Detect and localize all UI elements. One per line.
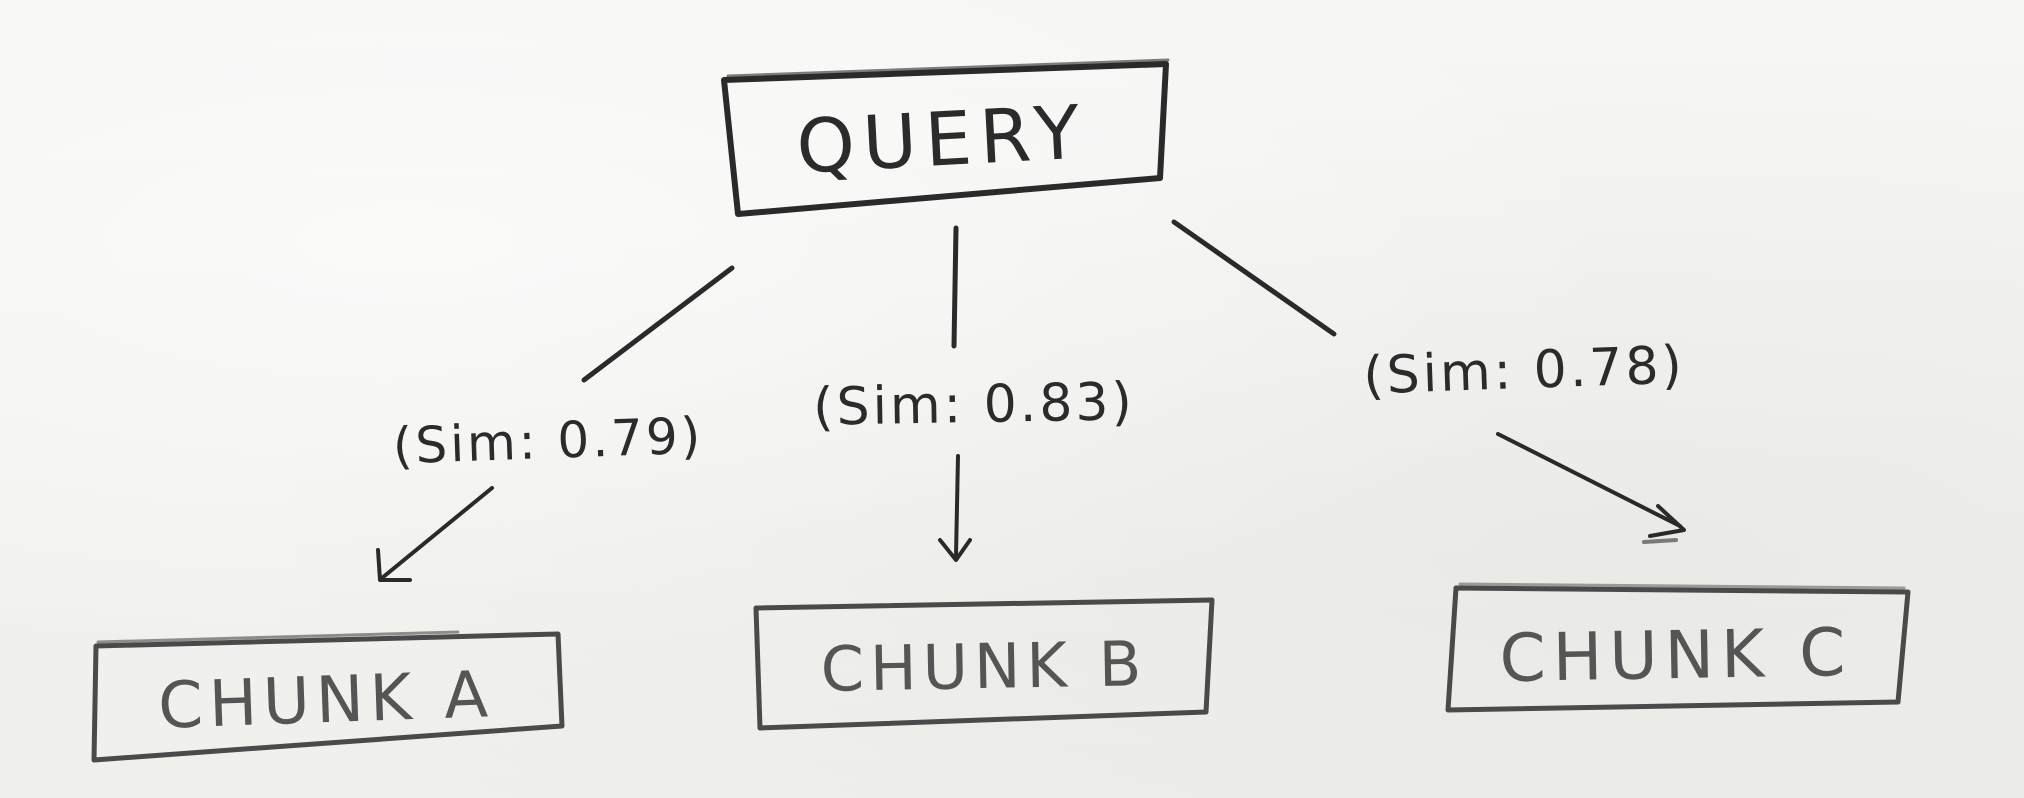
edge-line (581, 265, 735, 383)
edge-line (1496, 432, 1682, 528)
chunk-b-box (753, 597, 1215, 731)
edge-line (1171, 219, 1337, 337)
edge-line (954, 454, 960, 558)
edge-query-chunk-c: (Sim: 0.78) (1171, 219, 1686, 544)
chunk-c-label: CHUNK C (1499, 614, 1853, 697)
query-node: QUERY (721, 58, 1170, 217)
edge-query-chunk-b: (Sim: 0.83) (813, 225, 1136, 562)
query-box (721, 61, 1169, 217)
chunk-c-box (1445, 585, 1911, 713)
chunk-b-label: CHUNK B (820, 627, 1148, 706)
arrowhead (376, 548, 412, 582)
edge-line (951, 225, 959, 349)
arrowhead (1648, 504, 1686, 538)
arrowhead (938, 538, 972, 562)
chunk-a-box (91, 631, 565, 763)
sim-label-chunk-b: (Sim: 0.83) (813, 372, 1136, 438)
query-label: QUERY (794, 89, 1089, 190)
sim-label-chunk-c: (Sim: 0.78) (1362, 335, 1685, 406)
edge-query-chunk-a: (Sim: 0.79) (376, 265, 735, 582)
chunk-c-node: CHUNK C (1445, 582, 1911, 713)
chunk-b-node: CHUNK B (753, 597, 1215, 731)
chunk-a-label: CHUNK A (157, 658, 495, 744)
sim-label-chunk-a: (Sim: 0.79) (392, 407, 704, 476)
edge-line (380, 486, 494, 580)
chunk-a-node: CHUNK A (91, 630, 565, 763)
